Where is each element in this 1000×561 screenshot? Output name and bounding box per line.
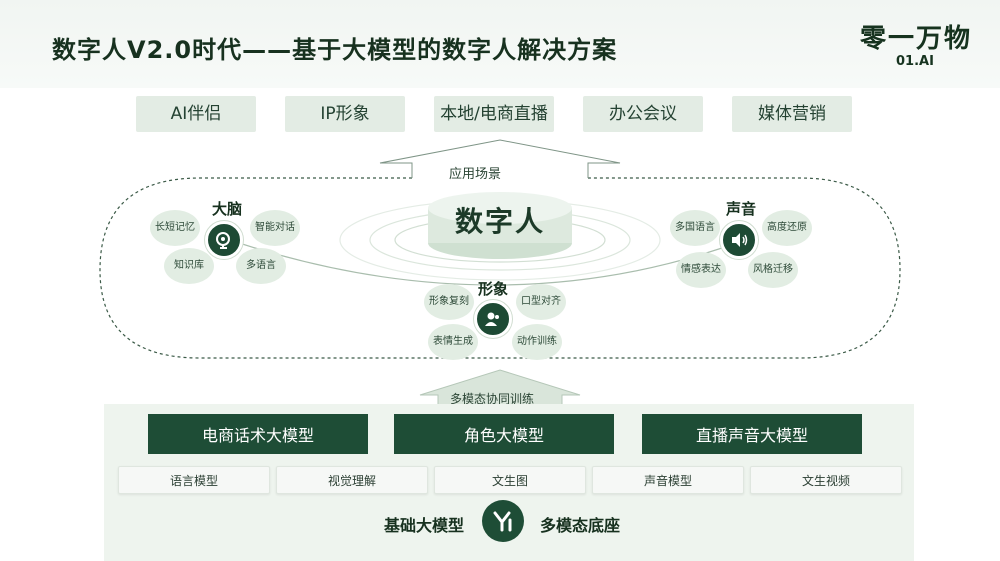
petal-memory: 长短记忆	[150, 210, 200, 246]
capability-text-to-video: 文生视频	[750, 466, 902, 494]
brain-head-icon	[205, 221, 243, 259]
voice-title: 声音	[726, 200, 757, 218]
scenario-ai-companion: AI伴侣	[136, 96, 256, 132]
scenario-media-marketing: 媒体营销	[732, 96, 852, 132]
person-icon	[474, 300, 512, 338]
scenario-live-commerce: 本地/电商直播	[434, 96, 554, 132]
capability-voice-model: 声音模型	[592, 466, 744, 494]
company-logo: 零一万物	[860, 24, 973, 54]
petal-multilingual: 多语言	[236, 248, 286, 284]
petal-style: 风格迁移	[748, 252, 798, 288]
center-digital-human: 数字人	[454, 205, 545, 238]
capability-visual-understanding: 视觉理解	[276, 466, 428, 494]
company-logo-sub: 01.AI	[896, 54, 934, 69]
petal-emotion: 情感表达	[676, 252, 726, 288]
page-title: 数字人V2.0时代——基于大模型的数字人解决方案	[52, 36, 618, 64]
petal-expression: 表情生成	[428, 324, 478, 360]
foundation-left-label: 基础大模型	[384, 516, 465, 535]
scenario-office-meeting: 办公会议	[583, 96, 703, 132]
capability-language-model: 语言模型	[118, 466, 270, 494]
speaker-icon	[720, 221, 758, 259]
scenario-arrow-label: 应用场景	[449, 167, 502, 182]
image-title: 形象	[478, 280, 509, 298]
header-band	[0, 0, 1000, 88]
petal-motion: 动作训练	[512, 324, 562, 360]
petal-clone: 形象复刻	[424, 284, 474, 320]
petal-knowledge: 知识库	[164, 248, 214, 284]
petal-fidelity: 高度还原	[762, 210, 812, 246]
scenario-ip-image: IP形象	[285, 96, 405, 132]
petal-lipsync: 口型对齐	[516, 284, 566, 320]
petal-dialogue: 智能对话	[250, 210, 300, 246]
petal-languages: 多国语言	[670, 210, 720, 246]
ecommerce-script-model: 电商话术大模型	[148, 414, 368, 454]
capability-text-to-image: 文生图	[434, 466, 586, 494]
training-label: 多模态协同训练	[450, 392, 535, 406]
brain-title: 大脑	[212, 200, 243, 218]
yi-logo-icon	[482, 500, 524, 542]
foundation-right-label: 多模态底座	[540, 516, 621, 535]
live-voice-model: 直播声音大模型	[642, 414, 862, 454]
character-model: 角色大模型	[394, 414, 614, 454]
